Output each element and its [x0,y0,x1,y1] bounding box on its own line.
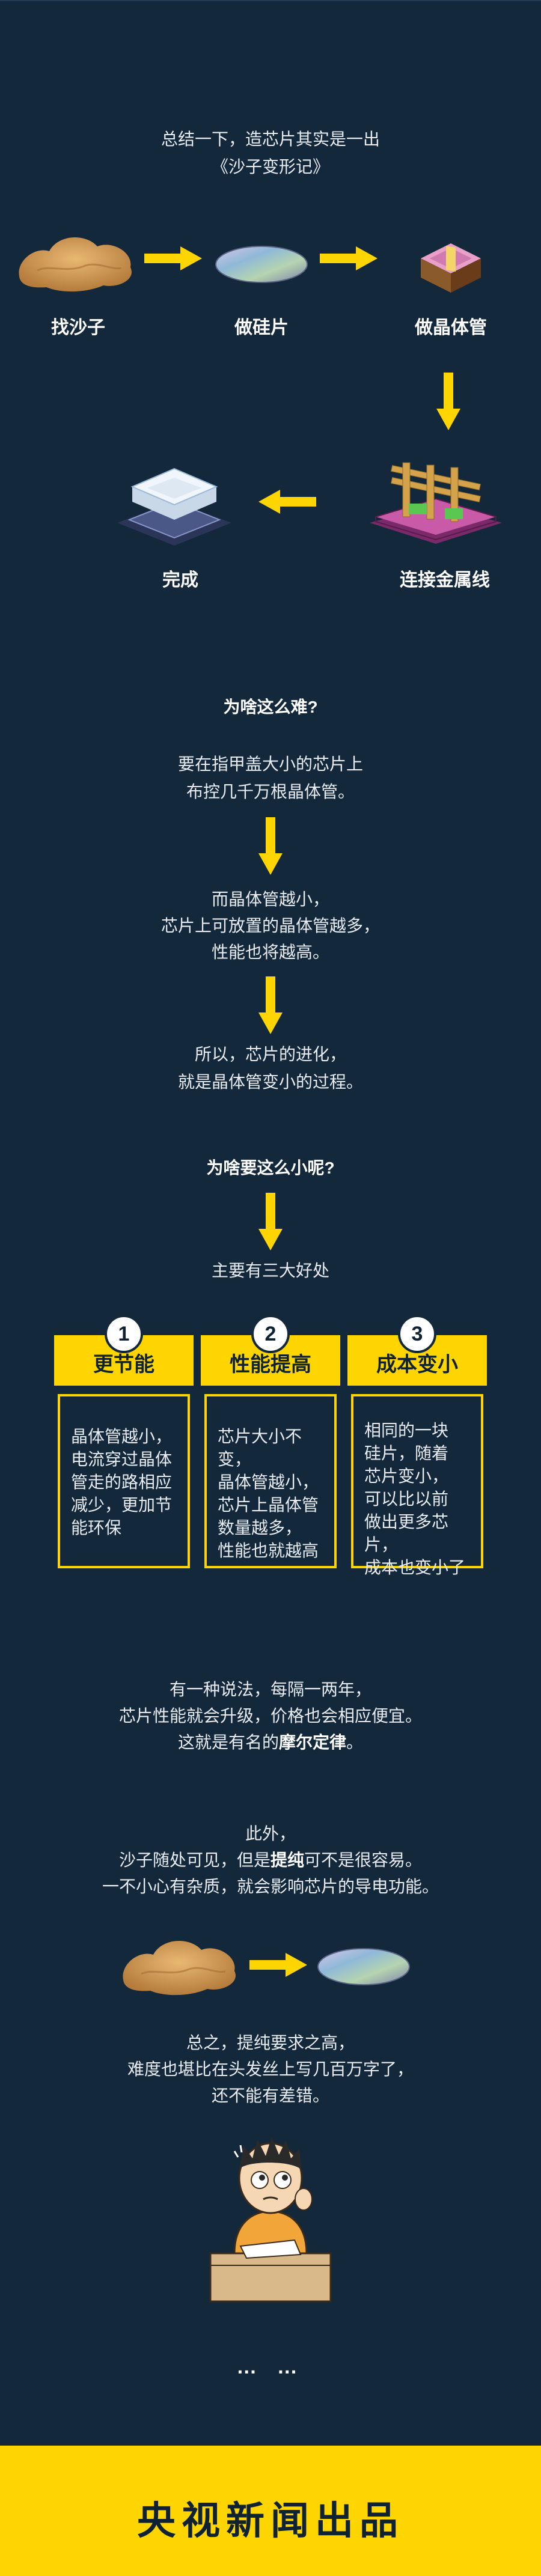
summary-line-3: 还不能有差错。 [211,2086,329,2105]
purify-line-2-prefix: 沙子随处可见，但是 [118,1851,270,1869]
why-hard-p1-line1: 要在指甲盖大小的芯片上 [177,755,363,773]
step-wafer-label: 做硅片 [234,318,289,338]
benefit-line: 硅片，随着 [364,1444,449,1463]
moore-line-3: 这就是有名的摩尔定律。 [0,1729,541,1756]
sand-pile-icon [123,1941,236,1996]
top-divider [0,0,541,1]
arrow-down-icon [258,976,283,1034]
arrow-left-icon [258,490,316,514]
why-small-subtitle: 主要有三大好处 [211,1261,329,1280]
moore-line-2: 芯片性能就会升级，价格也会相应便宜。 [118,1707,422,1725]
benefit-number: 1 [105,1315,143,1353]
moore-line-1: 有一种说法，每隔一两年， [169,1680,371,1699]
summary-line-1: 总之，提纯要求之高， [186,2033,355,2052]
why-hard-p2-line3: 性能也将越高。 [211,943,329,961]
benefit-line: 电流穿过晶体 [71,1450,173,1469]
arrow-down-icon [436,373,460,430]
benefit-title: 更节能 [54,1335,194,1386]
arrow-right-icon [320,246,377,270]
benefit-line: 做出更多芯片， [364,1512,449,1554]
wafer-icon [317,1948,410,1985]
purify-line-2-suffix: 可不是很容易。 [304,1851,423,1869]
moore-law-term: 摩尔定律 [278,1733,346,1752]
why-hard-p1-line2: 布控几千万根晶体管。 [186,782,355,801]
sand-pile-icon [19,237,132,292]
why-small-title: 为啥要这么小呢? [206,1159,335,1177]
benefit-line: 芯片大小不变， [218,1427,302,1469]
summary-line-2: 难度也堪比在头发丝上写几百万字了， [127,2060,414,2078]
why-hard-p2-line2: 芯片上可放置的晶体管越多， [160,916,380,935]
why-hard-p3-line1: 所以，芯片的进化， [194,1045,346,1064]
intro-line-1: 总结一下，造芯片其实是一出 [160,130,380,148]
benefit-title: 成本变小 [347,1335,487,1386]
step-transistor-label: 做晶体管 [415,318,487,338]
benefit-line: 能环保 [71,1518,122,1537]
benefit-line: 相同的一块 [364,1421,449,1440]
purify-line-2: 沙子随处可见，但是提纯可不是很容易。 [0,1847,541,1874]
worried-student-illustration [209,2137,332,2303]
arrow-right-icon [249,1953,307,1977]
metal-wiring-icon [370,462,502,544]
why-hard-p2-line1: 而晶体管越小， [211,890,329,909]
step-sand-label: 找沙子 [51,318,105,338]
benefit-line: 晶体管越小， [71,1427,173,1446]
arrow-down-icon [258,817,283,875]
arrow-right-icon [144,246,202,270]
footer-banner: 央视新闻出品 [0,2446,541,2576]
benefit-line: 数量越多， [218,1518,302,1537]
intro-line-2: 《沙子变形记》 [211,157,329,176]
footer-brand: 央视新闻出品 [137,2499,404,2542]
benefit-line: 晶体管越小， [218,1473,319,1491]
step-wiring-label: 连接金属线 [400,570,490,590]
benefit-body: 晶体管越小， 电流穿过晶体 管走的路相应 减少，更加节 能环保 [58,1394,190,1568]
purify-line-1: 此外， [245,1824,296,1843]
benefit-line: 成本也变小了 [364,1558,466,1577]
moore-line-3-prefix: 这就是有名的 [177,1733,279,1752]
benefit-line: 性能也就越高 [218,1541,319,1560]
purify-term: 提纯 [270,1851,304,1869]
benefit-body: 芯片大小不变， 晶体管越小， 芯片上晶体管 数量越多， 性能也就越高 [204,1394,337,1568]
moore-line-3-suffix: 。 [346,1733,364,1752]
step-done-label: 完成 [162,570,198,590]
finished-chip-icon [117,467,231,546]
benefit-number: 3 [398,1315,436,1353]
why-hard-p3-line2: 就是晶体管变小的过程。 [177,1073,363,1091]
benefit-line: 减少，更加节 [71,1496,173,1514]
benefit-number: 2 [251,1315,290,1353]
why-hard-title: 为啥这么难? [223,698,318,716]
benefit-line: 管走的路相应 [71,1473,173,1491]
wafer-icon [215,246,308,283]
purify-line-3: 一不小心有杂质，就会影响芯片的导电功能。 [102,1877,439,1896]
benefit-body: 相同的一块 硅片，随着 芯片变小， 可以比以前 做出更多芯片， 成本也变小了 [351,1394,483,1577]
ellipsis: … … [236,2355,305,2378]
benefit-line: 芯片上晶体管 [218,1496,319,1514]
arrow-down-icon [258,1193,283,1250]
benefit-line: 芯片变小， [364,1467,449,1485]
benefit-line: 可以比以前 [364,1490,449,1508]
transistor-cube-icon [421,243,481,293]
